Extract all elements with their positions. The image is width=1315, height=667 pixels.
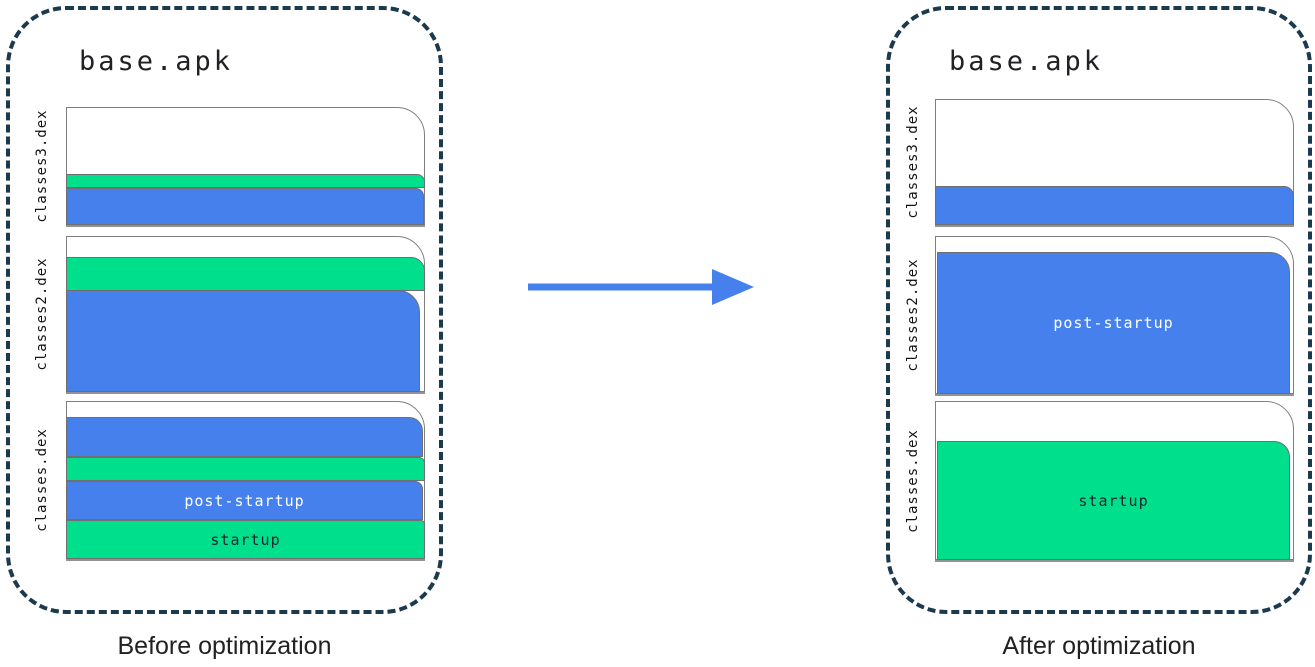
before-apk-title: base.apk	[79, 46, 234, 77]
before-classes2-startup-band	[66, 257, 425, 291]
before-classes-blue-band-1	[66, 417, 423, 457]
before-classes-green-band-1	[66, 457, 425, 481]
before-classes2-post-startup-band	[66, 290, 420, 392]
after-classes3-file	[935, 99, 1294, 225]
before-classes-file: post-startup startup	[66, 401, 425, 559]
after-classes3-label: classes3.dex	[905, 105, 921, 219]
after-classes2-post-startup-band: post-startup	[937, 252, 1290, 394]
after-classes-startup-band: startup	[937, 441, 1290, 560]
before-classes3-label: classes3.dex	[34, 109, 50, 223]
right-arrow-icon	[528, 269, 754, 305]
before-classes-startup-band: startup	[66, 520, 425, 559]
before-classes3-startup-band	[66, 174, 425, 188]
before-caption: Before optimization	[117, 632, 332, 660]
before-classes2-file	[66, 236, 425, 392]
after-classes-file: startup	[935, 401, 1294, 560]
before-apk-container: base.apk classes3.dex classes2.dex class…	[6, 6, 443, 614]
after-classes3-post-startup-band	[935, 186, 1294, 225]
before-classes-label: classes.dex	[34, 428, 50, 532]
after-caption: After optimization	[1002, 632, 1196, 660]
post-startup-label: post-startup	[184, 491, 305, 510]
before-classes3-post-startup-band	[66, 188, 424, 225]
after-classes-label: classes.dex	[905, 428, 921, 533]
after-apk-container: base.apk classes3.dex classes2.dex post-…	[886, 6, 1312, 614]
after-classes2-file: post-startup	[935, 236, 1294, 394]
startup-label: startup	[210, 530, 281, 549]
before-classes3-file	[66, 107, 425, 225]
before-classes2-label: classes2.dex	[34, 257, 50, 371]
startup-label: startup	[1078, 491, 1149, 510]
post-startup-label: post-startup	[1053, 314, 1174, 332]
after-apk-title: base.apk	[949, 46, 1104, 77]
after-classes2-label: classes2.dex	[905, 258, 921, 372]
before-classes-post-startup-band: post-startup	[66, 481, 423, 520]
